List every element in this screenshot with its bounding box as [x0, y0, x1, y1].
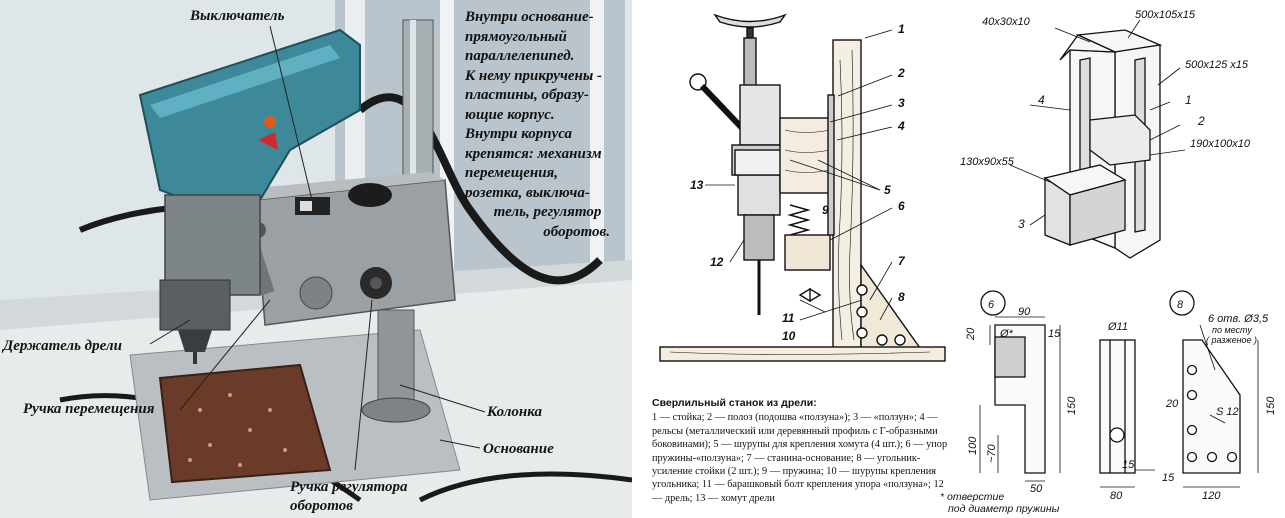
part6-dim-20: 20	[965, 327, 977, 341]
footnote-1: * отверстие	[940, 491, 1004, 503]
part8-dim-15: 15	[1162, 472, 1175, 484]
desc-line: Внутри основание-	[465, 9, 594, 25]
part8-dim-20: 20	[1165, 398, 1179, 410]
desc-line: пластины, образу-	[465, 87, 589, 103]
desc-line: розетка, выключа-	[465, 184, 590, 201]
iso-dim-5: 130х90х55	[960, 156, 1015, 168]
press-callout-5: 5	[884, 183, 891, 197]
press-callout-11: 11	[782, 311, 795, 325]
label-speed-handle-2: оборотов	[290, 498, 353, 514]
label-base: Основание	[483, 441, 554, 457]
part8-note-3: ( разженое )	[1206, 335, 1257, 345]
desc-line: оборотов.	[543, 223, 610, 240]
label-switch: Выключатель	[190, 8, 285, 24]
drill-press-drawing: 1 2 3 4 5 6 7 8 9 10 11 12 13	[659, 13, 946, 362]
press-callout-7: 7	[898, 254, 906, 268]
isometric-drawing: 40х30х10 500х105х15 500х125 х15 190х100х…	[960, 9, 1251, 259]
iso-dim-2: 500х105х15	[1135, 9, 1196, 21]
desc-line: Внутри корпуса	[465, 126, 573, 142]
caption-text: 1 — стойка; 2 — полоз (подошва «ползуна»…	[652, 412, 948, 504]
press-callout-9: 9	[822, 203, 829, 217]
part6-id: 6	[988, 299, 995, 311]
press-callout-2: 2	[897, 66, 905, 80]
label-speed-handle-1: Ручка регулятора	[290, 479, 408, 495]
photo-description: Внутри основание- прямоугольный параллел…	[465, 8, 630, 242]
iso-callout-1: 1	[1185, 93, 1192, 107]
part6-dim-50: 50	[1030, 483, 1043, 495]
photo-illustration	[0, 0, 632, 518]
press-callout-10: 10	[782, 329, 796, 343]
press-caption: Сверлильный станок из дрели: 1 — стойка;…	[652, 397, 952, 505]
part8-id: 8	[1177, 299, 1184, 311]
press-callout-4: 4	[897, 119, 905, 133]
label-move-handle: Ручка перемещения	[23, 401, 155, 417]
desc-line: параллелепипед.	[465, 48, 575, 64]
iso-dim-3: 500х125 х15	[1185, 59, 1249, 71]
footnote-2: под диаметр пружины	[948, 503, 1060, 515]
drill-press-photo: Выключатель Держатель дрели Ручка переме…	[0, 0, 632, 518]
part6-dim-15: 15	[1048, 328, 1061, 340]
desc-line: тель, регулятор	[493, 204, 602, 220]
part6-dim-dia: Ø*	[999, 328, 1014, 340]
desc-line: К нему прикручены -	[465, 67, 602, 84]
iso-dim-4: 190х100х10	[1190, 138, 1251, 150]
part6-dim-150: 150	[1066, 396, 1078, 415]
press-callout-13: 13	[690, 178, 704, 192]
middle-dim-80: 80	[1110, 490, 1123, 502]
caption-title: Сверлильный станок из дрели:	[652, 397, 817, 409]
part8-dim-150: 150	[1265, 396, 1277, 415]
press-callout-1: 1	[898, 22, 905, 36]
part6-dim-70: ~70	[986, 443, 998, 463]
press-callout-12: 12	[710, 255, 724, 269]
part6-dim-90: 90	[1018, 306, 1031, 318]
part8-note-2: по месту	[1212, 325, 1252, 335]
press-callout-8: 8	[898, 290, 905, 304]
press-callout-6: 6	[898, 199, 905, 213]
part8-dim-s12: S 12	[1216, 406, 1239, 418]
part-views-drawing: 6 90 20 15 Ø* 100 ~70 150 50 Ø11 15 80	[940, 290, 1277, 515]
label-drill-holder: Держатель дрели	[3, 338, 122, 354]
desc-line: крепятся: механизм	[465, 145, 602, 162]
iso-callout-2: 2	[1197, 114, 1205, 128]
part8-note-1: 6 отв. Ø3,5	[1208, 313, 1269, 325]
press-callout-3: 3	[898, 96, 905, 110]
iso-callout-4: 4	[1038, 93, 1045, 107]
part8-dim-120: 120	[1202, 490, 1221, 502]
desc-line: перемещения,	[465, 165, 559, 181]
part6-dim-100: 100	[967, 436, 979, 455]
desc-line: ющие корпус.	[465, 106, 555, 123]
middle-dim-15: 15	[1122, 459, 1135, 471]
label-column: Колонка	[487, 404, 542, 420]
iso-dim-1: 40х30х10	[982, 16, 1031, 28]
desc-line: прямоугольный	[465, 28, 567, 45]
middle-dim-dia11: Ø11	[1107, 321, 1128, 333]
iso-callout-3: 3	[1018, 217, 1025, 231]
